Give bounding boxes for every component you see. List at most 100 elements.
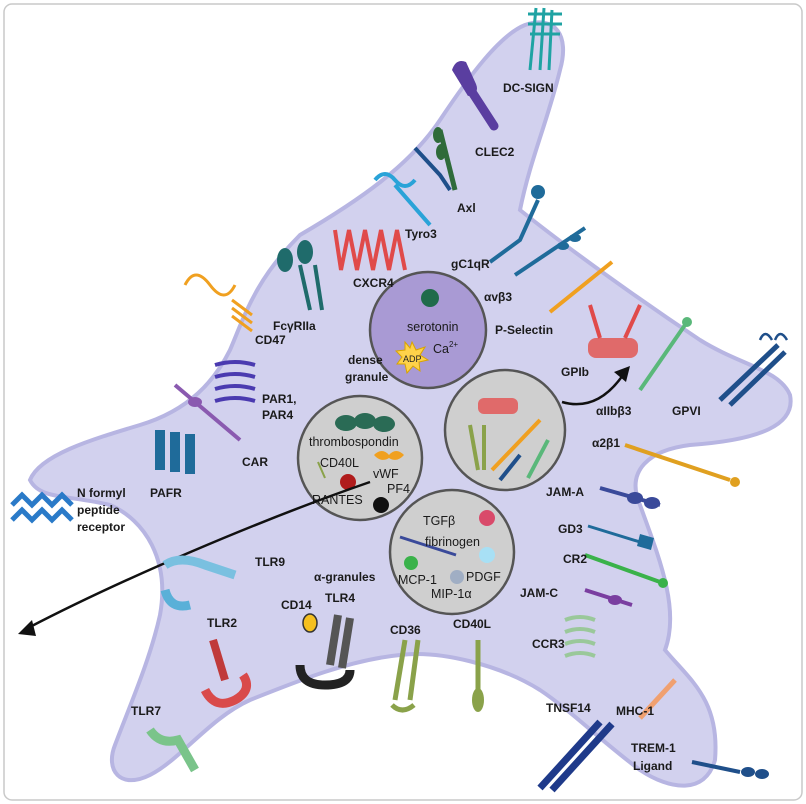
adp-label: ADP — [403, 354, 422, 364]
alpha-granule-2: TGFβ fibrinogen MCP-1 PDGF MIP-1α — [388, 488, 516, 616]
tnsf14-label: TNSF14 — [546, 701, 591, 715]
thrombospondin-shape-1 — [335, 415, 357, 431]
cr2-label: CR2 — [563, 552, 587, 566]
mhc1-receptor-icon — [638, 678, 677, 720]
exocytosis-arrowhead — [614, 366, 630, 382]
a2b1-label: α2β1 — [592, 436, 620, 450]
mcp1-label: MCP-1 — [398, 573, 437, 587]
jam-a-label: JAM-A — [546, 485, 584, 499]
gpib-label: GPIb — [561, 365, 589, 379]
receptor-vesicle — [443, 368, 567, 492]
pf4-dot — [373, 497, 389, 513]
dense-granule-label-2: granule — [345, 370, 389, 384]
release-arrowhead — [18, 620, 36, 636]
clec2-label: CLEC2 — [475, 145, 515, 159]
axl-label: Axl — [457, 201, 476, 215]
vesicle-gpib-glyph — [478, 398, 518, 414]
tlr9-receptor-icon — [160, 555, 237, 611]
pdgf-label: PDGF — [466, 570, 501, 584]
tgfb-label: TGFβ — [423, 514, 455, 528]
pdgf-dot — [479, 547, 495, 563]
pf4-label: PF4 — [387, 482, 410, 496]
exocytosis-arrow — [561, 371, 627, 406]
rantes-label: RANTES — [312, 493, 363, 507]
vesicle-glycoprotein-glyph — [468, 424, 486, 471]
alpha-granule-1: thrombospondin CD40L vWF RANTES PF4 — [296, 394, 424, 522]
cd14-receptor-icon — [302, 613, 318, 633]
cd36-receptor-icon — [390, 639, 421, 713]
ccr3-receptor-icon — [564, 615, 596, 658]
mip1a-dot — [450, 570, 464, 584]
gpvi-label: GPVI — [672, 404, 701, 418]
cr2-receptor-icon — [584, 553, 668, 588]
nfpr-label-line3: receptor — [77, 520, 125, 534]
cd47-receptor-icon — [183, 273, 253, 333]
fibrinogen-glyph — [399, 535, 457, 557]
cd40l-surface-icon — [472, 640, 484, 712]
trem1-ligand-icon — [691, 760, 769, 779]
clec2-receptor-icon — [452, 61, 499, 131]
trem1-label-line2: Ligand — [633, 759, 672, 773]
trem1-label-line1: TREM-1 — [631, 741, 676, 755]
vesicle-selectin-glyph — [490, 418, 542, 472]
car-receptor-icon — [173, 383, 242, 442]
thrombospondin-shape-3 — [373, 416, 395, 432]
cd36-label: CD36 — [390, 623, 421, 637]
aiib3-receptor-icon — [638, 317, 692, 392]
dc-sign-receptor-icon — [528, 7, 562, 71]
serotonin-dot — [421, 289, 439, 307]
gd3-label: GD3 — [558, 522, 583, 536]
nfpr-label-line1: N formyl — [77, 486, 126, 500]
release-arrow — [27, 480, 371, 630]
gd3-receptor-icon — [587, 524, 654, 550]
gc1qr-label: gC1qR — [451, 257, 490, 271]
tlr4-label: TLR4 — [325, 591, 355, 605]
tyro3-label: Tyro3 — [405, 227, 437, 241]
cd40l-granule-label: CD40L — [320, 456, 359, 470]
thrombospondin-label: thrombospondin — [309, 435, 399, 449]
tyro3-receptor-icon — [373, 172, 432, 227]
vesicle-integrin-glyph — [526, 439, 550, 479]
aiib3-label: αIIbβ3 — [596, 404, 632, 418]
cd40l-surface-label: CD40L — [453, 617, 491, 631]
p-selectin-receptor-icon — [548, 260, 614, 314]
dense-granule: serotonin Ca2+ ADP — [368, 270, 488, 390]
cxcr4-label: CXCR4 — [353, 276, 394, 290]
gpvi-receptor-icon — [718, 332, 789, 407]
rantes-dot — [340, 474, 356, 490]
p-selectin-label: P-Selectin — [495, 323, 553, 337]
fibrinogen-label: fibrinogen — [425, 535, 480, 549]
par-label-line1: PAR1, — [262, 392, 296, 406]
tnsf14-receptor-icon — [537, 719, 615, 793]
avb3-label: αvβ3 — [484, 290, 512, 304]
dc-sign-label: DC-SIGN — [503, 81, 554, 95]
par-label-line2: PAR4 — [262, 408, 293, 422]
cxcr4-receptor-icon — [333, 229, 407, 271]
jam-a-receptor-icon — [599, 486, 661, 509]
pafr-label: PAFR — [150, 486, 182, 500]
tlr4-receptor-icon — [295, 614, 355, 690]
nfpr-receptor-icon — [10, 491, 74, 524]
thrombospondin-shape-2 — [354, 413, 376, 429]
adp-star — [394, 340, 430, 375]
alpha-granules-label: α-granules — [314, 570, 376, 584]
tlr7-label: TLR7 — [131, 704, 161, 718]
mip1a-label: MIP-1α — [431, 587, 472, 601]
tlr2-receptor-icon — [200, 638, 252, 708]
tlr2-label: TLR2 — [207, 616, 237, 630]
tlr7-receptor-icon — [146, 727, 199, 773]
ccr3-label: CCR3 — [532, 637, 565, 651]
tgfb-dot — [479, 510, 495, 526]
cd14-label: CD14 — [281, 598, 312, 612]
cd47-label: CD47 — [255, 333, 286, 347]
a2b1-receptor-icon — [624, 443, 740, 487]
tlr9-label: TLR9 — [255, 555, 285, 569]
calcium-label: Ca2+ — [433, 340, 458, 356]
pafr-receptor-icon — [155, 430, 195, 474]
avb3-receptor-icon — [513, 226, 587, 277]
par-receptor-icon — [214, 360, 256, 403]
mhc1-label: MHC-1 — [616, 704, 654, 718]
jam-c-label: JAM-C — [520, 586, 558, 600]
